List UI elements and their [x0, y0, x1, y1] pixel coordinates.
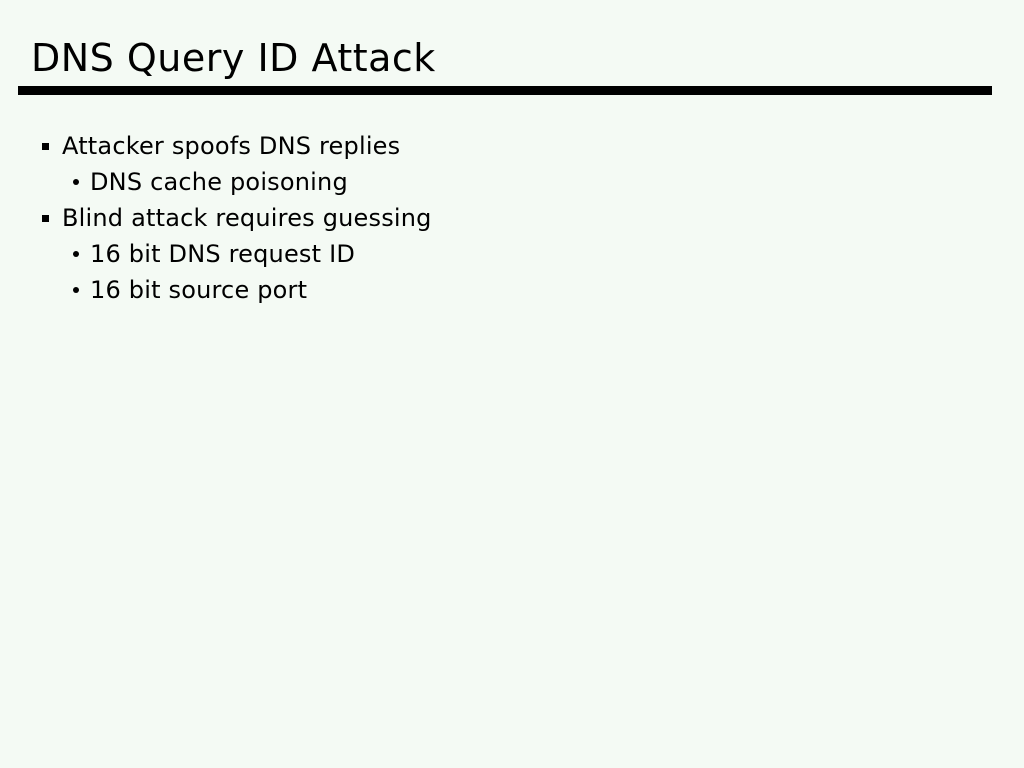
bullet-text: DNS cache poisoning — [90, 168, 348, 196]
bullet-item: Attacker spoofs DNS replies — [0, 128, 1024, 164]
title-rule — [18, 86, 992, 95]
square-bullet-icon — [42, 214, 49, 222]
bullet-text: Attacker spoofs DNS replies — [62, 132, 401, 160]
dot-bullet-icon — [73, 179, 79, 185]
bullet-text: 16 bit DNS request ID — [90, 240, 356, 268]
bullet-item: DNS cache poisoning — [0, 164, 1024, 200]
square-bullet-icon — [42, 142, 49, 150]
bullet-text: Blind attack requires guessing — [62, 204, 432, 232]
bullet-item: 16 bit DNS request ID — [0, 236, 1024, 272]
bullet-item: 16 bit source port — [0, 272, 1024, 308]
slide-title: DNS Query ID Attack — [31, 36, 436, 80]
bullet-text: 16 bit source port — [90, 276, 308, 304]
dot-bullet-icon — [73, 251, 79, 257]
dot-bullet-icon — [73, 287, 79, 293]
bullet-list: Attacker spoofs DNS replies DNS cache po… — [0, 128, 1024, 308]
bullet-item: Blind attack requires guessing — [0, 200, 1024, 236]
